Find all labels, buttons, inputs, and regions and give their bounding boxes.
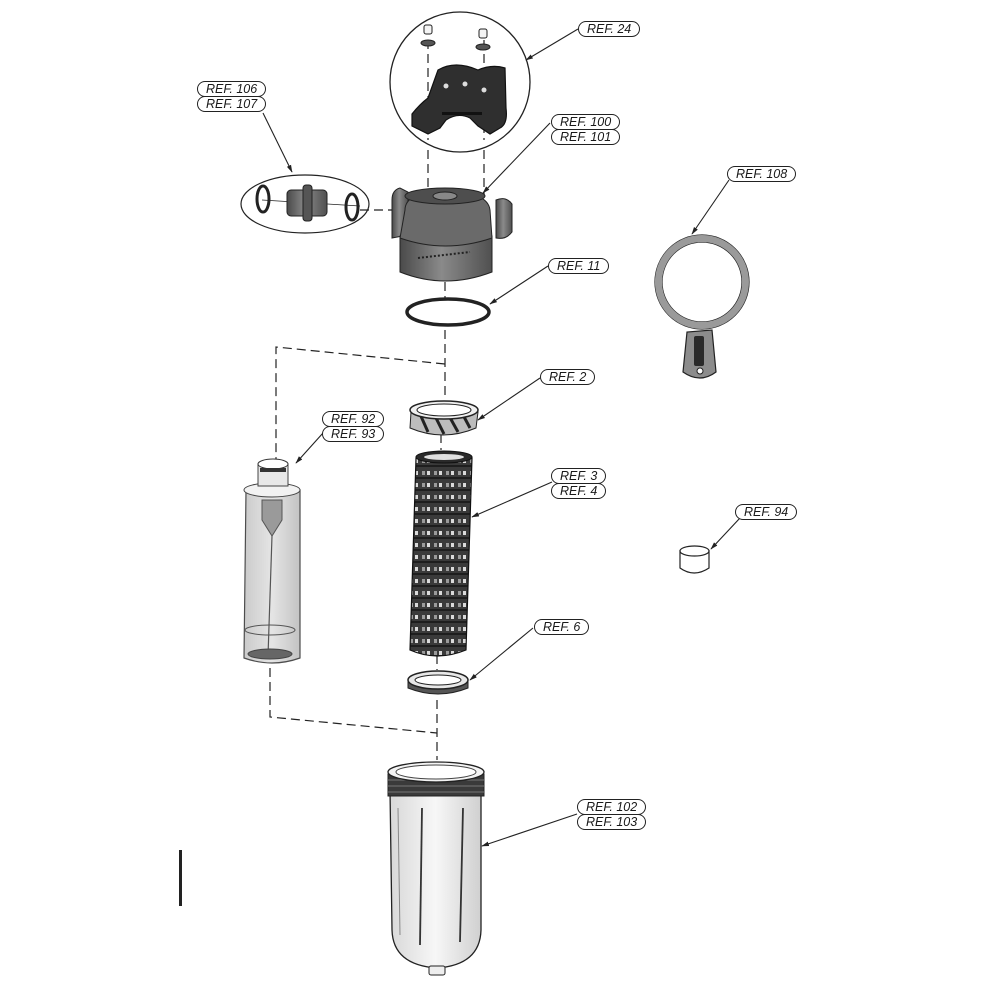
ref-label-4: REF. 4	[551, 483, 607, 499]
detail-circle	[389, 11, 531, 153]
head-o-ring-part[interactable]	[405, 297, 491, 327]
ref-label-106: REF. 106	[197, 81, 267, 97]
ref-label-93: REF. 93	[322, 426, 385, 442]
vertical-scrollbar[interactable]	[179, 850, 182, 906]
cartridge-bottom-ring-part[interactable]	[407, 670, 469, 695]
ref-label-102: REF. 102	[577, 799, 647, 815]
ref-label-103: REF. 103	[577, 814, 647, 830]
ref-label-101: REF. 101	[551, 129, 621, 145]
ref-label-108: REF. 108	[727, 166, 797, 182]
ref-label-92: REF. 92	[322, 411, 385, 427]
bracket-icon	[411, 64, 507, 135]
leader-lines	[262, 28, 741, 847]
filter-head-part[interactable]	[391, 187, 513, 282]
ref-label-24: REF. 24	[578, 21, 641, 37]
cartridge-top-ring-part[interactable]	[409, 400, 479, 436]
ref-label-94: REF. 94	[735, 504, 798, 520]
ref-label-3: REF. 3	[551, 468, 607, 484]
filter-mesh-cartridge-part[interactable]	[409, 450, 473, 657]
small-cap-part[interactable]	[679, 545, 710, 574]
detail-ellipse	[240, 174, 370, 234]
ref-label-2: REF. 2	[540, 369, 596, 385]
o-ring-icon	[255, 184, 271, 214]
connection-adapter-part[interactable]	[240, 174, 370, 234]
alternative-cartridge-part[interactable]	[243, 458, 301, 664]
transparent-bowl-part[interactable]	[387, 761, 485, 976]
housing-wrench-part[interactable]	[654, 234, 750, 379]
ref-label-11: REF. 11	[548, 258, 610, 274]
wall-mount-bracket-part[interactable]	[389, 11, 531, 153]
screw-icon	[420, 24, 436, 47]
ref-label-100: REF. 100	[551, 114, 621, 130]
ref-label-107: REF. 107	[197, 96, 267, 112]
o-ring-icon	[344, 192, 360, 222]
screw-icon	[475, 28, 491, 51]
ref-label-6: REF. 6	[534, 619, 590, 635]
